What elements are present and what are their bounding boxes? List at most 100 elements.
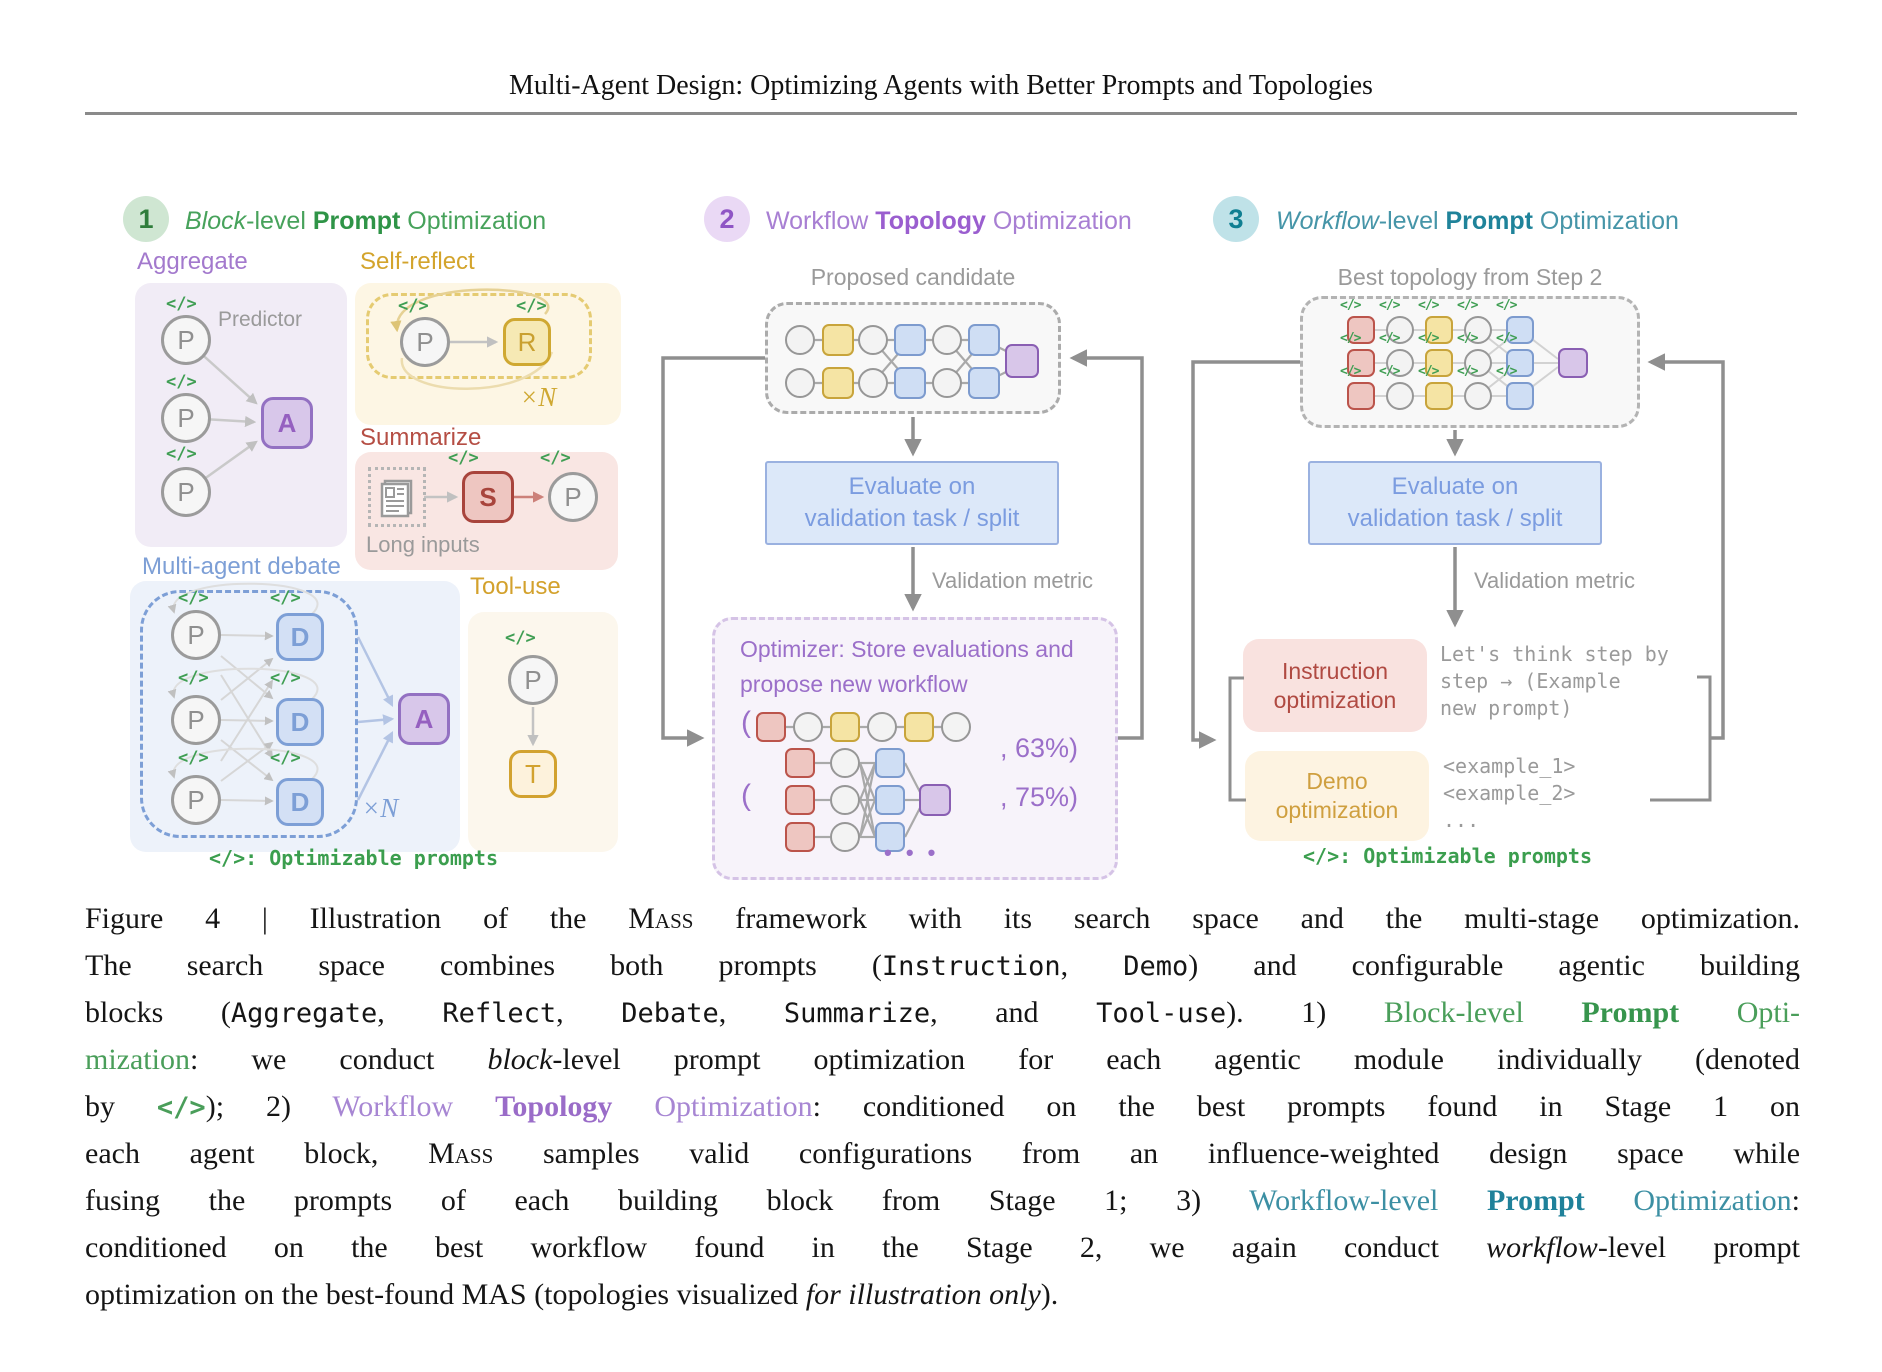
workflow-result-2: , 75%) [1000, 782, 1079, 812]
red-node [1347, 349, 1375, 377]
code-icon: </> [1457, 298, 1479, 313]
purple-node [919, 784, 951, 816]
summarize-label: Summarize [360, 424, 482, 451]
demo-line2: optimization [1275, 797, 1399, 823]
code-icon: </> [178, 748, 209, 768]
circle-node [1386, 349, 1414, 377]
self-reflect-repeat: ×N [520, 382, 557, 412]
instruction-example-line: Let's think step by [1440, 642, 1669, 666]
circle-node [830, 785, 860, 815]
evaluate-line1: Evaluate on [1391, 473, 1519, 500]
code-icon: </> [1496, 331, 1518, 346]
document-icon [380, 479, 413, 518]
code-icon: </> [448, 448, 479, 468]
yellow-node [1425, 382, 1453, 410]
evaluate-line2: validation task / split [1347, 505, 1563, 532]
code-icon: </> [166, 294, 197, 314]
debater-node: D [276, 613, 324, 661]
self-reflect-label: Self-reflect [360, 248, 475, 275]
predictor-node: P [161, 467, 211, 517]
caption-line: The search space combines both prompts (… [85, 949, 1800, 982]
self-reflect-repeat-box [366, 293, 592, 379]
debate-label: Multi-agent debate [142, 553, 341, 580]
debater-node: D [276, 698, 324, 746]
code-icon: </> [270, 588, 301, 608]
instruction-example-line: new prompt) [1440, 696, 1573, 720]
yellow-node [904, 712, 934, 742]
aggregator-node: A [398, 693, 450, 745]
evaluate-box-stage2: Evaluate on validation task / split [765, 461, 1059, 545]
code-icon: </> [1340, 298, 1362, 313]
code-icon: </> [1379, 298, 1401, 313]
circle-node [858, 368, 888, 398]
blue-node [875, 822, 905, 852]
circle-node [785, 368, 815, 398]
code-icon: </> [1379, 331, 1401, 346]
aggregator-node: A [261, 397, 313, 449]
validation-metric-label: Validation metric [1474, 568, 1635, 593]
blue-node [875, 785, 905, 815]
code-icon: </> [516, 296, 547, 316]
code-icon: </> [166, 444, 197, 464]
yellow-node [830, 712, 860, 742]
step2-badge: 2 [704, 196, 750, 242]
predictor-node: P [171, 610, 221, 660]
predictor-caption: Predictor [218, 308, 303, 331]
code-icon: </> [178, 668, 209, 688]
demo-line1: Demo [1306, 768, 1368, 794]
connector-layer [167, 288, 1725, 839]
blue-node [1506, 316, 1534, 344]
open-paren: ( [741, 706, 751, 739]
yellow-node [822, 367, 854, 399]
circle-node [1464, 349, 1492, 377]
caption-line: each agent block, Mass samples valid con… [85, 1137, 1801, 1170]
optimizer-panel [712, 617, 1118, 880]
stage3-flow-arrows [1191, 353, 1725, 802]
red-node [1347, 316, 1375, 344]
caption-line: optimization on the best-found MAS (topo… [85, 1278, 1059, 1311]
code-icon: </> [178, 588, 209, 608]
caption-line: fusing the prompts of each building bloc… [85, 1184, 1801, 1217]
evaluate-box-stage3: Evaluate on validation task / split [1308, 461, 1602, 545]
tool-use-panel [468, 612, 618, 852]
stage2-flow-arrows [661, 349, 1144, 747]
header-rule [85, 112, 1797, 115]
figure-caption: Figure 4 | Illustration of the Mass fram… [85, 895, 1800, 1318]
blue-node [875, 748, 905, 778]
circle-node [785, 325, 815, 355]
debater-node: D [276, 778, 324, 826]
code-icon: </> [1340, 364, 1362, 379]
blue-node [968, 367, 1000, 399]
code-icon: </> [270, 748, 301, 768]
tool-node: T [509, 750, 557, 798]
code-icon: </> [540, 448, 571, 468]
debate-repeat: ×N [362, 793, 399, 823]
red-node [785, 748, 815, 778]
caption-line: conditioned on the best workflow found i… [85, 1231, 1800, 1264]
purple-node [1005, 344, 1039, 378]
evaluate-line1: Evaluate on [848, 473, 976, 500]
reflector-node: R [503, 318, 551, 366]
circle-node [830, 822, 860, 852]
self-reflect-arrows [390, 288, 554, 390]
code-icon: </> [1418, 298, 1440, 313]
long-inputs-box [368, 467, 426, 527]
caption-line: Figure 4 | Illustration of the Mass fram… [85, 902, 1800, 935]
predictor-node: P [400, 317, 450, 367]
code-icon: </> [166, 372, 197, 392]
circle-node [858, 325, 888, 355]
red-node [785, 785, 815, 815]
predictor-node: P [548, 472, 598, 522]
instruction-optimization-box: Instruction optimization [1243, 639, 1427, 732]
purple-node [1558, 348, 1588, 378]
circle-node [1464, 382, 1492, 410]
code-icon: </> [398, 296, 429, 316]
blue-node [1506, 349, 1534, 377]
validation-metric-label: Validation metric [932, 568, 1093, 593]
demo-optimization-box: Demo optimization [1245, 751, 1429, 841]
optimizer-text-line2: propose new workflow [740, 671, 968, 697]
red-node [785, 822, 815, 852]
debate-to-aggregator-arrows [356, 636, 395, 801]
optimizable-prompts-legend: </>: Optimizable prompts [209, 846, 498, 870]
demo-example-line: <example_1> [1443, 754, 1576, 778]
